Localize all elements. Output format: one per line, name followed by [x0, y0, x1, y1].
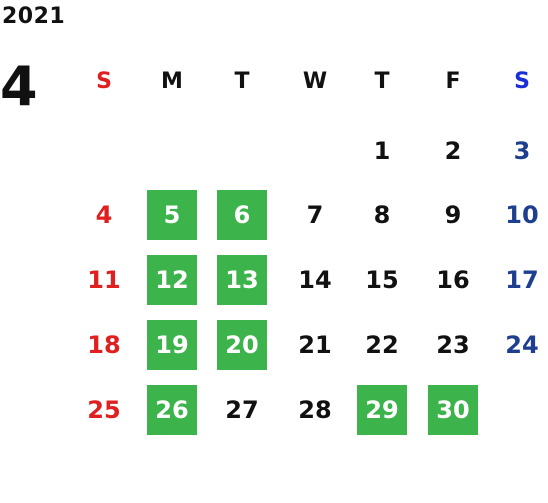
day-cell-25[interactable]: 25	[87, 396, 121, 424]
day-cell-21[interactable]: 21	[298, 331, 332, 359]
day-cell-28[interactable]: 28	[298, 396, 332, 424]
day-cell-26[interactable]: 26	[147, 385, 197, 435]
day-cell-6[interactable]: 6	[217, 190, 267, 240]
day-cell-24[interactable]: 24	[505, 331, 539, 359]
day-cell-4[interactable]: 4	[95, 201, 113, 229]
day-cell-20[interactable]: 20	[217, 320, 267, 370]
day-cell-15[interactable]: 15	[365, 266, 399, 294]
day-cell-7[interactable]: 7	[306, 201, 324, 229]
day-cell-12[interactable]: 12	[147, 255, 197, 305]
weekday-header-5: F	[445, 68, 461, 94]
day-cell-17[interactable]: 17	[505, 266, 539, 294]
day-cell-5[interactable]: 5	[147, 190, 197, 240]
weekday-header-1: M	[161, 68, 183, 94]
weekday-header-6: S	[514, 68, 530, 94]
day-cell-3[interactable]: 3	[513, 137, 531, 165]
day-cell-16[interactable]: 16	[436, 266, 470, 294]
day-cell-1[interactable]: 1	[373, 137, 391, 165]
day-cell-2[interactable]: 2	[444, 137, 462, 165]
day-cell-10[interactable]: 10	[505, 201, 539, 229]
day-cell-27[interactable]: 27	[225, 396, 259, 424]
year-label: 2021	[2, 4, 66, 29]
weekday-header-2: T	[234, 68, 250, 94]
day-cell-30[interactable]: 30	[428, 385, 478, 435]
day-cell-23[interactable]: 23	[436, 331, 470, 359]
day-cell-22[interactable]: 22	[365, 331, 399, 359]
day-cell-29[interactable]: 29	[357, 385, 407, 435]
day-cell-19[interactable]: 19	[147, 320, 197, 370]
day-cell-8[interactable]: 8	[373, 201, 391, 229]
day-cell-18[interactable]: 18	[87, 331, 121, 359]
weekday-header-3: W	[302, 68, 328, 94]
day-cell-11[interactable]: 11	[87, 266, 121, 294]
day-cell-14[interactable]: 14	[298, 266, 332, 294]
day-cell-13[interactable]: 13	[217, 255, 267, 305]
month-label: 4	[0, 55, 38, 118]
weekday-header-0: S	[96, 68, 112, 94]
day-cell-9[interactable]: 9	[444, 201, 462, 229]
weekday-header-4: T	[374, 68, 390, 94]
